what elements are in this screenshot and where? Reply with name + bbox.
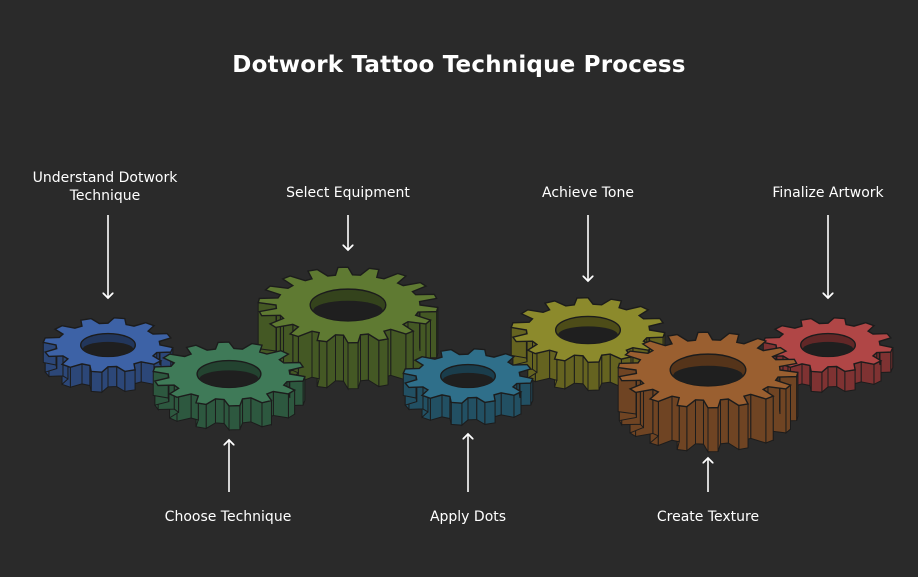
step-label-select: Select Equipment [286,185,410,201]
step-label-understand: Understand Dotwork Technique [32,170,178,204]
gear-apply [402,348,534,427]
step-label-tone: Achieve Tone [542,185,634,201]
step-label-choose: Choose Technique [164,509,292,525]
step-label-apply: Apply Dots [429,509,507,525]
step-label-texture: Create Texture [656,509,760,525]
diagram-title: Dotwork Tattoo Technique Process [232,52,686,78]
step-label-finalize: Finalize Artwork [772,185,884,201]
gear-select [257,266,439,391]
gear-choose [152,341,306,432]
gear-texture [617,331,799,454]
